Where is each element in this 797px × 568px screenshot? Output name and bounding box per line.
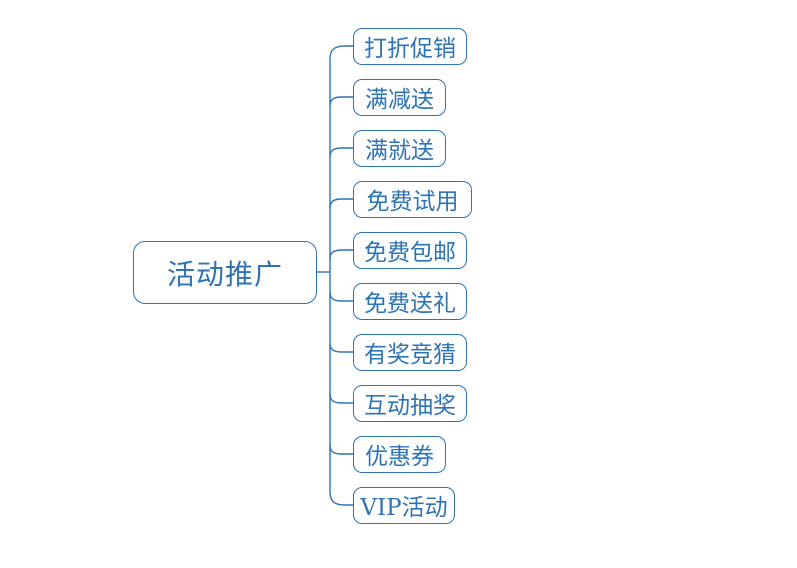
branch-node-label: 满就送: [365, 138, 434, 164]
branch-node[interactable]: 有奖竞猜: [353, 333, 467, 371]
branch-connector: [329, 393, 353, 404]
branch-node-label: 打折促销: [364, 36, 456, 62]
branch-node-label: VIP活动: [360, 495, 448, 521]
branch-connector: [329, 249, 353, 260]
root-node-label: 活动推广: [166, 257, 283, 291]
branch-node[interactable]: 满减送: [353, 78, 446, 116]
branch-node-label: 互动抽奖: [364, 393, 456, 419]
branch-connector: [329, 198, 353, 209]
branch-node[interactable]: VIP活动: [353, 486, 455, 524]
root-node[interactable]: 活动推广: [133, 241, 317, 304]
branch-node-label: 有奖竞猜: [364, 342, 456, 368]
branch-node[interactable]: 免费送礼: [353, 282, 467, 320]
branch-node[interactable]: 满就送: [353, 129, 446, 167]
branch-node[interactable]: 互动抽奖: [353, 384, 467, 422]
branch-connector: [329, 291, 353, 302]
branch-node[interactable]: 免费试用: [353, 180, 472, 218]
branch-node[interactable]: 免费包邮: [353, 231, 467, 269]
branch-connector: [329, 147, 353, 158]
branch-connector: [329, 96, 353, 107]
branch-node[interactable]: 打折促销: [353, 27, 467, 65]
branch-connector: [329, 45, 353, 506]
branch-node-label: 优惠券: [365, 444, 434, 470]
branch-node-label: 满减送: [365, 87, 434, 113]
branch-connector: [329, 342, 353, 353]
branch-node-label: 免费试用: [366, 189, 459, 215]
branch-node[interactable]: 优惠券: [353, 435, 446, 473]
branch-connector: [329, 444, 353, 455]
branch-node-label: 免费包邮: [364, 240, 456, 266]
branch-node-label: 免费送礼: [364, 291, 456, 317]
